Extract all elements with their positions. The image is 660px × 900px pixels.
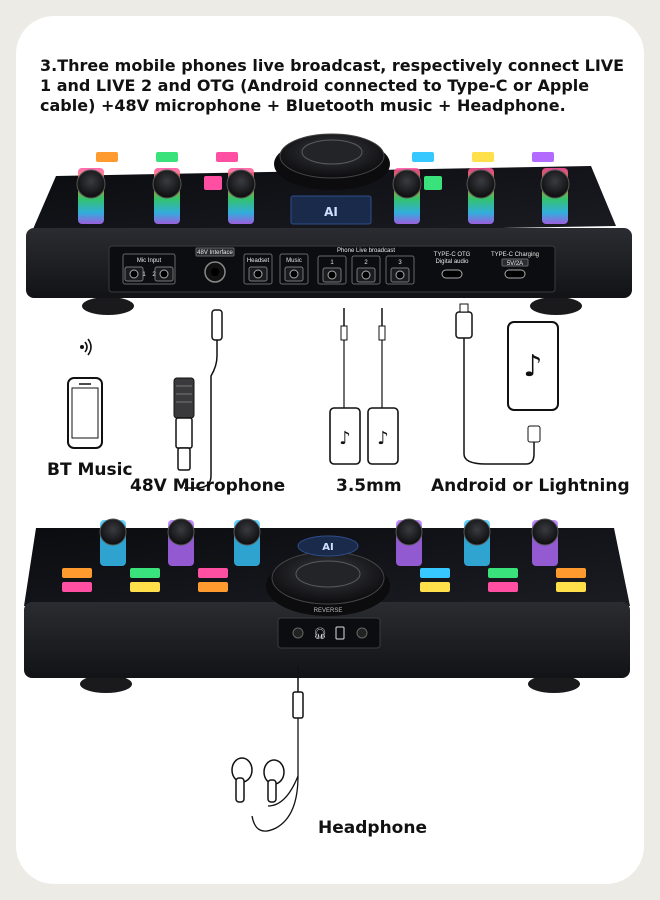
product-card: 3.Three mobile phones live broadcast, re… bbox=[16, 16, 644, 884]
headset-jack bbox=[253, 269, 263, 279]
rear-device: AI bbox=[26, 133, 632, 315]
typec-otg-label: TYPE-C OTG bbox=[434, 252, 471, 258]
smartphone-icon bbox=[67, 377, 103, 449]
front-port-panel bbox=[277, 617, 381, 649]
typec-otg-port bbox=[441, 269, 463, 279]
charging-spec-box bbox=[501, 258, 529, 267]
svg-text:♪: ♪ bbox=[377, 428, 389, 449]
front-knobs bbox=[99, 518, 559, 566]
smartphone-icon bbox=[329, 407, 399, 465]
front-jack bbox=[356, 627, 368, 639]
live-jack bbox=[361, 270, 371, 280]
device-foot bbox=[528, 675, 580, 693]
mic-jack-1 bbox=[129, 269, 139, 279]
mic-jack-number: 2 bbox=[152, 272, 156, 278]
tiktok-logo-icon: ♪ ♪ bbox=[339, 428, 389, 449]
device-foot bbox=[80, 675, 132, 693]
device-foot bbox=[82, 297, 134, 315]
mic-input-label: Mic Input bbox=[137, 258, 162, 264]
svg-text:♪: ♪ bbox=[523, 349, 542, 384]
earphone-icon bbox=[231, 757, 285, 803]
main-knob-cap bbox=[295, 560, 361, 588]
live-jack bbox=[395, 270, 405, 280]
front-jack bbox=[292, 627, 304, 639]
microphone-icon bbox=[173, 377, 195, 471]
tiktok-logo-icon: ♪ bbox=[523, 349, 542, 384]
xlr-label-box bbox=[195, 247, 235, 257]
mic-input-frame bbox=[122, 253, 176, 285]
front-pads bbox=[62, 568, 586, 592]
bt-music-label: BT Music bbox=[47, 460, 133, 480]
earphone-cable bbox=[251, 666, 304, 832]
live-port-number: 2 bbox=[364, 260, 368, 266]
rear-pads bbox=[96, 152, 554, 190]
jack-label: 3.5mm bbox=[336, 476, 402, 496]
live-port-number: 1 bbox=[330, 260, 334, 266]
rear-knobs bbox=[76, 168, 570, 224]
mic-port-icon bbox=[335, 626, 345, 640]
typec-charging-sublabel: 5V/2A bbox=[507, 261, 523, 267]
svg-text:♪: ♪ bbox=[339, 428, 351, 449]
typec-otg-sublabel: Digital audio bbox=[435, 259, 469, 265]
phone-live-label: Phone Live broadcast bbox=[337, 248, 395, 254]
bluetooth-signal-icon bbox=[80, 338, 92, 356]
aux-cables bbox=[340, 308, 386, 408]
typec-charging-label: TYPE-C Charging bbox=[491, 252, 539, 258]
live-jack bbox=[327, 270, 337, 280]
mic-jack-2 bbox=[159, 269, 169, 279]
device-foot bbox=[530, 297, 582, 315]
headset-label: Headset bbox=[247, 258, 270, 264]
headphone-icon: 🎧︎ bbox=[313, 627, 327, 640]
live-port-frame bbox=[351, 255, 381, 285]
music-frame bbox=[279, 253, 309, 285]
live-port-frame bbox=[317, 255, 347, 285]
device-screen bbox=[297, 535, 359, 557]
front-device: 🎧︎ bbox=[24, 518, 630, 693]
headphone-label: Headphone bbox=[318, 818, 427, 838]
device-screen bbox=[290, 195, 372, 225]
mic-jack-number: 1 bbox=[142, 272, 146, 278]
screen-logo: AI bbox=[322, 542, 333, 553]
headset-frame bbox=[243, 253, 273, 285]
typec-charging-port bbox=[504, 269, 526, 279]
main-knob-cap bbox=[301, 139, 363, 165]
xlr-interface-label: 48V Interface bbox=[197, 250, 233, 256]
xlr-jack-center bbox=[211, 268, 219, 276]
music-label: Music bbox=[286, 258, 302, 264]
reverse-label: REVERSE bbox=[314, 608, 343, 614]
live-port-number: 3 bbox=[398, 260, 402, 266]
smartphone-icon bbox=[507, 321, 559, 411]
screen-logo: AI bbox=[324, 205, 338, 219]
typec-cable bbox=[455, 303, 541, 465]
live-port-frame bbox=[385, 255, 415, 285]
microphone-label: 48V Microphone bbox=[130, 476, 286, 496]
android-lightning-label: Android or Lightning bbox=[431, 476, 630, 496]
headline: 3.Three mobile phones live broadcast, re… bbox=[40, 56, 625, 115]
music-jack bbox=[289, 269, 299, 279]
xlr-cable bbox=[184, 309, 223, 489]
